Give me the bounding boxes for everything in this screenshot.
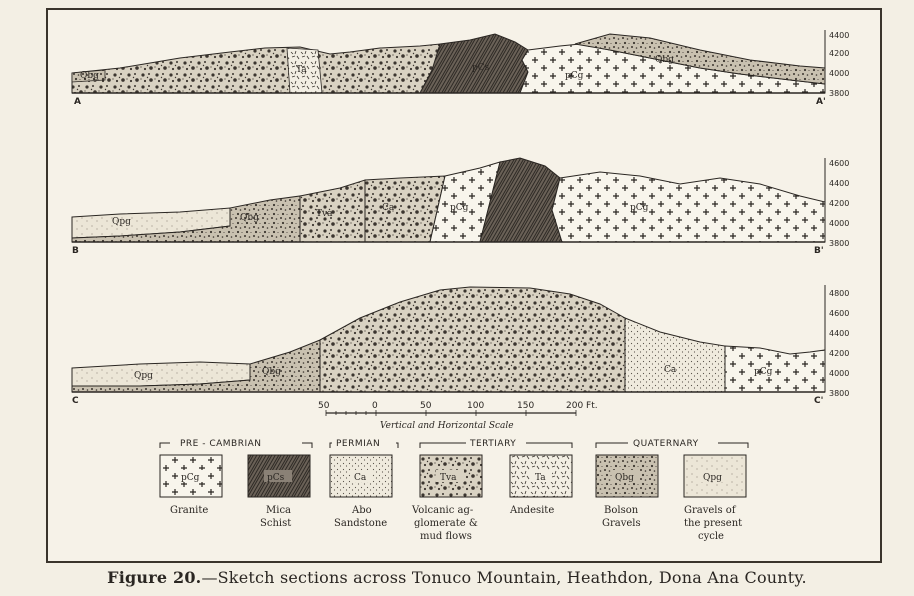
section-b-unit-6: pCg	[630, 203, 649, 213]
section-b-unit-2: Tva	[316, 209, 333, 219]
section-c-unit-3: Ca	[664, 365, 677, 375]
section-b-elev-1: 4400	[829, 179, 849, 188]
legend-code-granite: pCg	[181, 473, 200, 483]
section-a-unit-0: Qbg	[80, 71, 99, 81]
legend-label-sandstone-1: Abo	[351, 505, 372, 516]
section-c-elev-3: 4200	[829, 349, 849, 358]
legend-label-volcanic-1: Volcanic ag-	[411, 505, 473, 516]
section-a-start: A	[74, 97, 81, 107]
figure-number: Figure 20.	[107, 568, 201, 587]
legend: PRE - CAMBRIAN PERMIAN TERTIARY QUATERNA…	[160, 436, 748, 542]
legend-label-bolson-1: Bolson	[604, 505, 639, 516]
scale-tick-3: 100	[467, 401, 484, 411]
section-a-qbg-left	[72, 44, 440, 93]
figure-caption: Figure 20.—Sketch sections across Tonuco…	[0, 568, 914, 587]
section-c-elev-0: 4800	[829, 289, 849, 298]
section-b-unit-0: Qpg	[112, 217, 131, 227]
section-a-unit-3: pCs	[472, 63, 490, 73]
scale-tick-2: 50	[420, 401, 432, 411]
legend-label-volcanic-3: mud flows	[420, 531, 472, 542]
section-c-unit-4: pCg	[754, 367, 773, 377]
scale-tick-4: 150	[517, 401, 534, 411]
section-b: B B' 4600 4400 4200 4000 3800 Qpg Qbg Tv…	[72, 158, 849, 256]
legend-group-permian: PERMIAN	[336, 439, 380, 449]
section-a-unit-4: pCg	[565, 71, 584, 81]
section-b-pcg-east	[552, 172, 825, 242]
section-a-elev-1: 4200	[829, 49, 849, 58]
section-c-elev-4: 4000	[829, 369, 849, 378]
section-a: A A' 4400 4200 4000 3800 Qbg Ta pCs pCg …	[72, 30, 849, 107]
section-a-unit-5: Qbg	[655, 55, 674, 65]
legend-label-bolson-2: Gravels	[602, 518, 641, 529]
section-c-tva	[320, 287, 625, 392]
section-a-end: A'	[816, 97, 826, 107]
section-b-start: B	[72, 246, 79, 256]
section-c-end: C'	[814, 396, 823, 406]
scale-tick-0: 50	[318, 401, 330, 411]
legend-label-sandstone-2: Sandstone	[334, 518, 387, 529]
figure-caption-text: —Sketch sections across Tonuco Mountain,…	[201, 568, 806, 587]
legend-label-volcanic-2: glomerate &	[414, 518, 478, 529]
section-b-end: B'	[814, 246, 824, 256]
section-b-unit-1: Qbg	[240, 213, 259, 223]
legend-label-present-3: cycle	[698, 531, 724, 542]
section-b-elev-3: 4000	[829, 219, 849, 228]
scale-bar: 50 0 50 100 150 200 Ft. Vertical and Hor…	[318, 401, 598, 431]
legend-code-sandstone: Ca	[354, 473, 367, 483]
section-b-elev-4: 3800	[829, 239, 849, 248]
section-c: C C' 4800 4600 4400 4200 4000 3800 Qpg Q…	[72, 285, 849, 406]
scale-tick-5: 200 Ft.	[566, 401, 598, 411]
section-c-elev-2: 4400	[829, 329, 849, 338]
legend-code-schist: pCs	[267, 473, 285, 483]
legend-label-schist-1: Mica	[266, 505, 291, 516]
legend-code-present: Qpg	[703, 473, 722, 483]
section-c-elev-1: 4600	[829, 309, 849, 318]
section-c-pcg	[725, 346, 825, 392]
section-a-elev-3: 3800	[829, 89, 849, 98]
legend-label-granite: Granite	[170, 505, 208, 516]
legend-group-tertiary: TERTIARY	[469, 439, 516, 449]
section-b-unit-4: pCg	[450, 203, 469, 213]
legend-label-andesite: Andesite	[509, 505, 554, 516]
legend-group-precambrian: PRE - CAMBRIAN	[180, 439, 262, 449]
section-c-unit-1: Qbg	[262, 367, 281, 377]
section-a-elev-0: 4400	[829, 31, 849, 40]
section-c-start: C	[72, 396, 79, 406]
section-a-unit-2: Ta	[296, 65, 307, 75]
legend-code-bolson: Qbg	[615, 473, 634, 483]
scale-tick-1: 0	[372, 401, 378, 411]
legend-code-andesite: Ta	[535, 473, 546, 483]
legend-group-quaternary: QUATERNARY	[633, 439, 699, 449]
legend-label-present-2: the present	[684, 518, 742, 529]
legend-code-volcanic: Tva	[440, 473, 457, 483]
section-c-elev-5: 3800	[829, 389, 849, 398]
section-c-unit-0: Qpg	[134, 371, 153, 381]
section-c-ca	[625, 318, 725, 392]
scale-label: Vertical and Horizontal Scale	[380, 421, 514, 431]
section-b-elev-2: 4200	[829, 199, 849, 208]
section-b-tva	[300, 180, 365, 242]
legend-label-schist-2: Schist	[260, 518, 291, 529]
section-b-elev-0: 4600	[829, 159, 849, 168]
section-b-unit-3: Ca	[382, 203, 395, 213]
legend-label-present-1: Gravels of	[684, 505, 737, 516]
section-a-elev-2: 4000	[829, 69, 849, 78]
